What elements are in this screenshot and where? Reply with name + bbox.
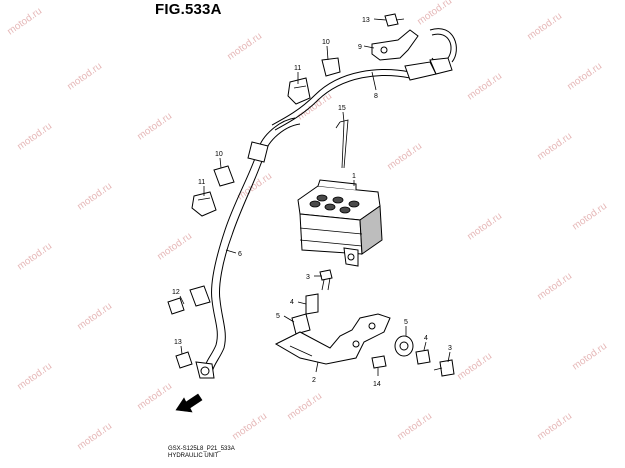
callout-3: 3 xyxy=(448,345,452,352)
callout-10: 10 xyxy=(215,151,223,158)
watermark: motod.ru xyxy=(15,241,54,273)
watermark: motod.ru xyxy=(155,231,194,263)
bolt-3 xyxy=(319,269,333,291)
clamp-10-upper xyxy=(321,57,341,77)
callout-1: 1 xyxy=(352,173,356,180)
watermark: motod.ru xyxy=(535,131,574,163)
callout-11: 11 xyxy=(198,179,205,186)
watermark: motod.ru xyxy=(385,141,424,173)
hydraulic-unit xyxy=(297,179,383,267)
callout-4: 4 xyxy=(290,299,294,306)
bolt-14 xyxy=(371,355,387,369)
callout-3: 3 xyxy=(306,274,310,281)
callout-13: 13 xyxy=(362,17,370,24)
callout-14: 14 xyxy=(373,381,381,388)
clamp-11-upper xyxy=(287,77,311,105)
watermark: motod.ru xyxy=(395,411,434,443)
brake-hose-upper xyxy=(271,28,457,131)
callout-9: 9 xyxy=(358,44,362,51)
watermark: motod.ru xyxy=(75,421,114,453)
callout-5: 5 xyxy=(404,319,408,326)
watermark: motod.ru xyxy=(570,341,609,373)
watermark: motod.ru xyxy=(465,71,504,103)
clamp-11-lower xyxy=(191,191,217,217)
callout-13: 13 xyxy=(174,339,182,346)
callout-4: 4 xyxy=(424,335,428,342)
watermark: motod.ru xyxy=(135,381,174,413)
watermark: motod.ru xyxy=(65,61,104,93)
bolt-13-lower xyxy=(175,351,193,369)
figure-subtitle: HYDRAULIC UNIT xyxy=(168,453,219,459)
figure-code: GSX-S125L8_P21_533A xyxy=(168,446,235,452)
watermark: motod.ru xyxy=(535,411,574,443)
watermark: motod.ru xyxy=(15,361,54,393)
watermark: motod.ru xyxy=(565,61,604,93)
figure-title: FIG.533A xyxy=(155,1,222,18)
watermark: motod.ru xyxy=(455,351,494,383)
watermark: motod.ru xyxy=(75,301,114,333)
watermark: motod.ru xyxy=(535,271,574,303)
bracket-9 xyxy=(371,29,419,61)
collar-4-right xyxy=(415,349,431,365)
watermark: motod.ru xyxy=(285,391,324,423)
callout-12: 12 xyxy=(172,289,180,296)
watermark: motod.ru xyxy=(5,6,44,38)
pin-15 xyxy=(335,119,349,169)
leader-lines xyxy=(179,18,451,376)
watermark: motod.ru xyxy=(465,211,504,243)
watermark: motod.ru xyxy=(235,171,274,203)
grommet-5-right xyxy=(394,335,414,357)
callout-2: 2 xyxy=(312,377,316,384)
watermark: motod.ru xyxy=(15,121,54,153)
bolt-13-upper xyxy=(384,13,405,27)
callout-5: 5 xyxy=(276,313,280,320)
callout-10: 10 xyxy=(322,39,330,46)
callout-6: 6 xyxy=(238,251,242,258)
watermark: motod.ru xyxy=(225,31,264,63)
grommet-5 xyxy=(291,313,311,335)
callout-15: 15 xyxy=(338,105,346,112)
front-arrow-icon xyxy=(175,393,203,413)
brake-hose-left xyxy=(195,117,301,379)
callout-labels: 13 10 9 11 8 15 10 11 1 6 3 12 4 5 5 4 3… xyxy=(172,17,452,388)
callout-11: 11 xyxy=(294,65,301,72)
watermark: motod.ru xyxy=(415,0,454,27)
clamp-10-lower xyxy=(213,165,235,187)
clamp-12 xyxy=(167,285,211,315)
watermark: motod.ru xyxy=(525,11,564,43)
callout-8: 8 xyxy=(374,93,378,100)
watermark: motod.ru xyxy=(75,181,114,213)
collar-4 xyxy=(305,293,319,315)
watermark: motod.ru xyxy=(135,111,174,143)
bolt-3-right xyxy=(433,359,455,377)
watermark: motod.ru xyxy=(570,201,609,233)
bracket-2 xyxy=(274,313,391,365)
watermark: motod.ru xyxy=(230,411,269,443)
